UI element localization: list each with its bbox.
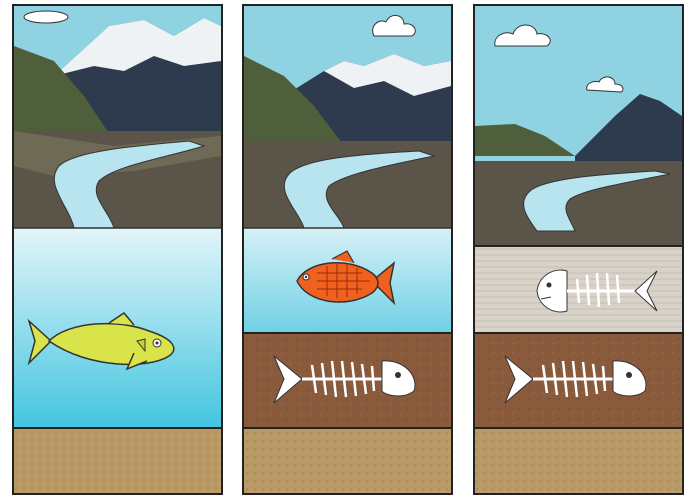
sediment-layer bbox=[14, 428, 221, 493]
panel-3-scene bbox=[475, 6, 682, 493]
panel-3-fossilized bbox=[473, 4, 684, 495]
cloud-icon bbox=[24, 11, 68, 23]
sediment-layer bbox=[475, 428, 682, 493]
panel-2-buried-fish bbox=[242, 4, 453, 495]
sediment-layer bbox=[244, 428, 451, 493]
panel-1-scene bbox=[14, 6, 221, 493]
panel-2-scene bbox=[244, 6, 451, 493]
panel-1-living-fish bbox=[12, 4, 223, 495]
